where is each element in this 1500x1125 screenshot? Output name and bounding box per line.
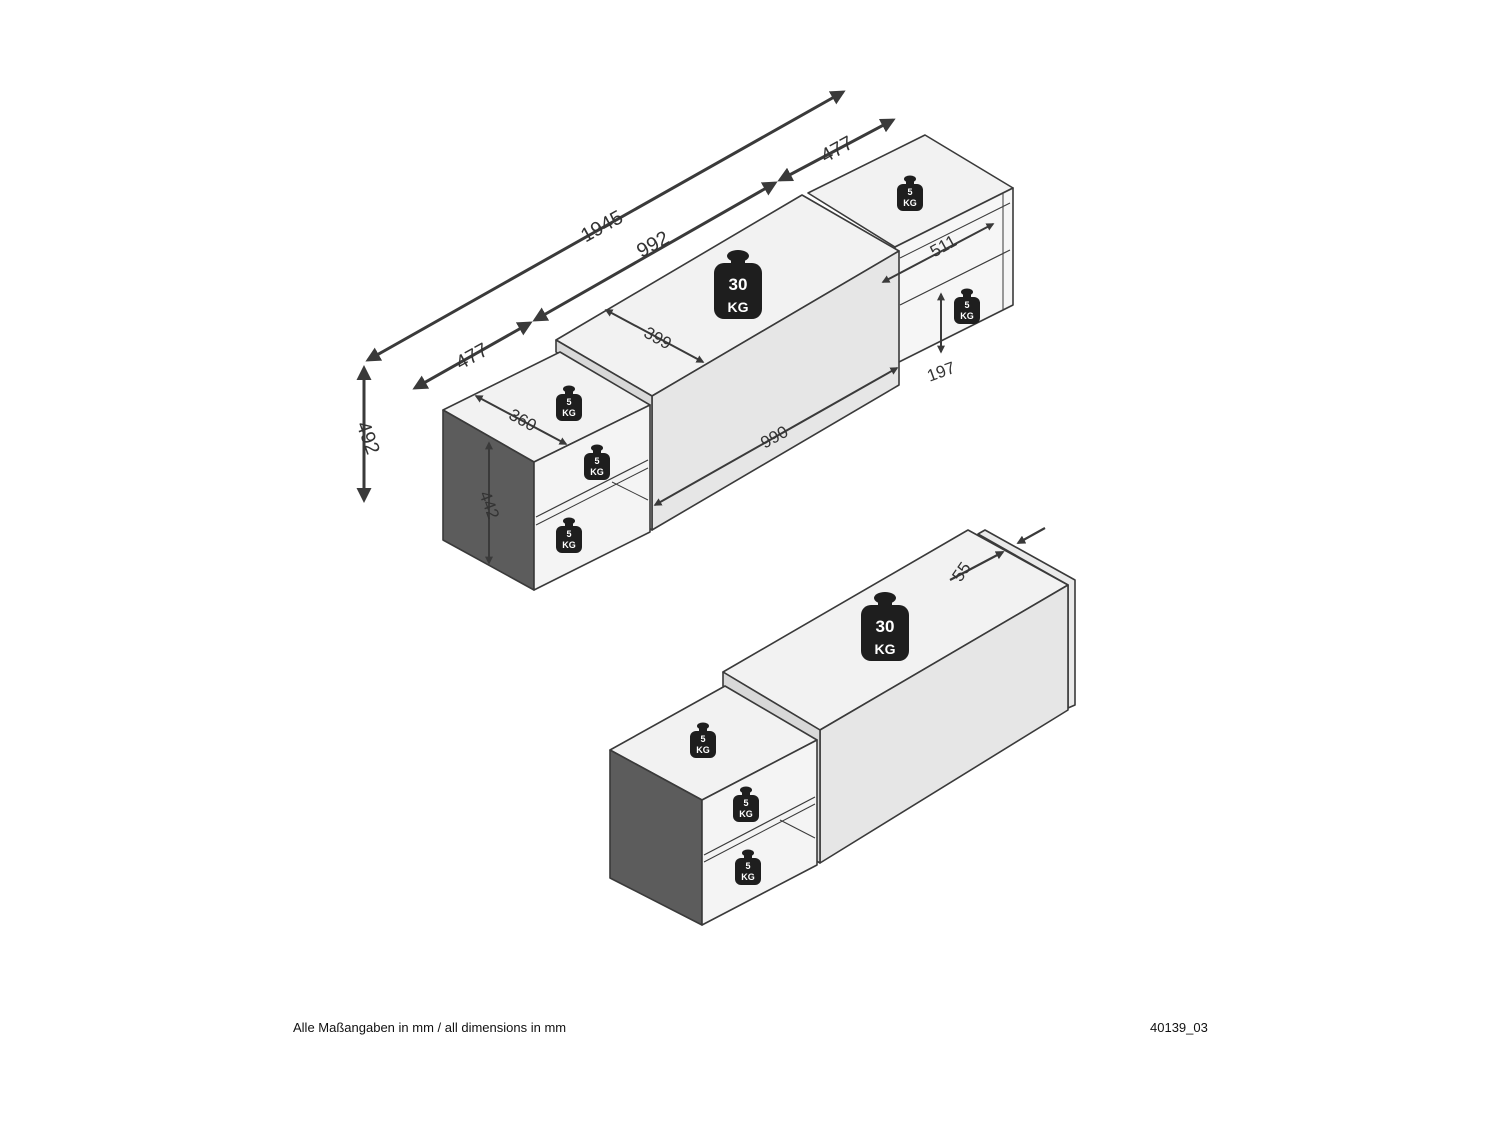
svg-text:KG: KG [960,311,974,321]
weight-icon-small: 5 KG [733,786,759,822]
svg-text:KG: KG [739,809,753,819]
left-module [442,351,651,591]
svg-text:5: 5 [745,861,750,871]
dim-left-depth-line [474,395,568,445]
dim-offset-line [949,551,1005,581]
svg-text:KG: KG [903,198,917,208]
svg-text:KG: KG [590,467,604,477]
dim-left-477-line [412,321,533,390]
dimension-lines-top [356,90,896,503]
dim-right-depth-line [881,223,995,283]
svg-text:5: 5 [743,798,748,808]
dim-compartment-height-label: 197 [925,358,958,386]
weights-bottom: 30 KG 5 KG 5 KG 5 KG [690,592,909,885]
svg-text:30: 30 [876,617,895,636]
weight-icon-large: 30 KG [714,250,762,319]
weight-icon-small: 5 KG [897,175,923,211]
dim-right-477-line [777,118,896,182]
weight-icon-small: 5 KG [584,444,610,480]
weight-icon-small: 5 KG [690,722,716,758]
dimensions-note: Alle Maßangaben in mm / all dimensions i… [293,1020,567,1035]
dim-total-width-label: 1945 [577,206,627,247]
weight-icon-small: 5 KG [954,288,980,324]
dim-center-width-label: 992 [633,227,673,262]
svg-text:KG: KG [562,408,576,418]
svg-text:KG: KG [696,745,710,755]
dim-left-width-label: 477 [452,339,492,374]
svg-text:5: 5 [566,397,571,407]
weight-icon-small: 5 KG [556,517,582,553]
weights-top: 30 KG 5 KG 5 KG 5 KG 5 [556,175,980,553]
svg-text:KG: KG [728,299,749,315]
dim-center-depth-line [604,309,705,363]
weight-icon-large: 30 KG [861,592,909,661]
svg-text:30: 30 [729,275,748,294]
svg-text:KG: KG [562,540,576,550]
svg-text:5: 5 [594,456,599,466]
svg-text:KG: KG [875,641,896,657]
weight-icon-small: 5 KG [556,385,582,421]
collapsed-assembly [609,527,1076,926]
svg-text:5: 5 [566,529,571,539]
dim-center-992-line [532,181,778,322]
dimension-lines-inner [474,223,995,565]
weight-icon-small: 5 KG [735,849,761,885]
svg-text:5: 5 [907,187,912,197]
dim-right-width-label: 477 [817,132,857,167]
svg-text:5: 5 [964,300,969,310]
extended-assembly [356,90,1014,591]
svg-text:KG: KG [741,872,755,882]
drawing-code: 40139_03 [1150,1020,1208,1035]
svg-text:5: 5 [700,734,705,744]
dim-front-990-line [653,367,899,506]
dim-height-label: 492 [352,419,384,458]
dim-offset-line-outer [1016,527,1046,544]
